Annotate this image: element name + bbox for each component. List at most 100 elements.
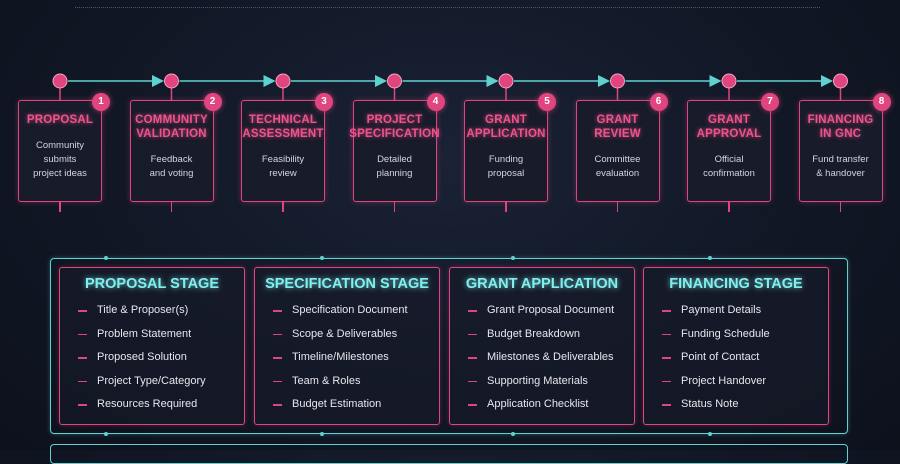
bullet-dash [468, 404, 477, 406]
list-item-label: Budget Breakdown [487, 327, 580, 340]
step-description: Committee evaluation [594, 154, 641, 179]
step-number-badge: 6 [649, 93, 668, 111]
list-item-label: Grant Proposal Document [487, 304, 615, 316]
bullet-dash [662, 404, 671, 406]
step-title: PROJECT SPECIFICATION [349, 114, 440, 140]
step-bottom-stem [170, 202, 172, 212]
step-title: GRANT REVIEW [594, 114, 641, 140]
list-item: Grant Proposal Document [468, 299, 630, 323]
step-bottom-stem [282, 202, 284, 212]
list-item-label: Proposed Solution [97, 351, 187, 363]
bullet-dash [78, 310, 87, 312]
list-item: Point of Contact [662, 346, 824, 370]
step-title: TECHNICAL ASSESSMENT [242, 114, 324, 140]
panel-connector-dot [320, 432, 324, 436]
panel-connector-dot [511, 256, 515, 260]
step-bottom-stem [393, 202, 395, 212]
step-number-badge: 7 [761, 93, 779, 111]
step-description: Funding proposal [487, 154, 525, 179]
list-item: Team & Roles [273, 370, 435, 394]
bullet-dash [273, 357, 282, 359]
list-item-label: Milestones & Deliverables [487, 351, 614, 363]
bullet-dash [273, 333, 282, 335]
list-item: Proposed Solution [78, 346, 240, 370]
list-item-label: Problem Statement [97, 327, 192, 340]
step-description: Feasibility review [261, 154, 305, 179]
bullet-dash [78, 357, 87, 359]
list-item: Budget Estimation [273, 393, 435, 417]
list-item-label: Status Note [681, 398, 739, 410]
list-item-label: Supporting Materials [487, 374, 588, 387]
list-item-label: Timeline/Milestones [292, 351, 389, 363]
list-item: Funding Schedule [662, 323, 824, 347]
list-item: Payment Details [662, 299, 824, 323]
list-item-label: Budget Estimation [292, 398, 382, 410]
step-description: Official confirmation [703, 154, 755, 179]
step-number-badge: 8 [872, 93, 891, 111]
stage-title: GRANT APPLICATION [465, 276, 619, 292]
panel-connector-dot [104, 256, 108, 260]
stage-title: PROPOSAL STAGE [84, 276, 219, 292]
bullet-dash [78, 404, 87, 406]
step-bottom-stem [59, 202, 61, 212]
list-item-label: Point of Contact [681, 351, 760, 363]
stage-title: SPECIFICATION STAGE [265, 276, 429, 292]
bullet-dash [273, 310, 282, 312]
stage-box: PROPOSAL STAGE Title & Proposer(s) Problem… [59, 267, 245, 425]
bullet-dash [273, 404, 282, 406]
timeline-node [721, 73, 737, 89]
bottom-panel [50, 444, 848, 464]
step-title: GRANT APPROVAL [696, 114, 762, 140]
step-title: FINANCING IN GNC [807, 114, 874, 140]
timeline-node [164, 73, 179, 89]
top-dotted-divider [75, 7, 820, 8]
bullet-dash [468, 333, 477, 335]
list-item: Project Handover [662, 370, 824, 394]
list-item-label: Specification Document [292, 304, 408, 316]
step-title: COMMUNITY VALIDATION [135, 114, 208, 140]
bullet-dash [468, 380, 477, 382]
step-title: PROPOSAL [26, 114, 94, 126]
stage-box: GRANT APPLICATION Grant Proposal Document… [449, 267, 635, 425]
list-item: Specification Document [273, 299, 435, 323]
panel-connector-dot [320, 256, 324, 260]
panel-connector-dot [511, 432, 515, 436]
list-item: Scope & Deliverables [273, 323, 435, 347]
list-item: Application Checklist [468, 393, 630, 417]
step-title: GRANT APPLICATION [466, 114, 546, 140]
step-description: Community submits project ideas [33, 140, 87, 179]
timeline-node [52, 73, 68, 89]
list-item: Supporting Materials [468, 370, 630, 394]
list-item-label: Resources Required [97, 398, 198, 410]
stage-details-panel: PROPOSAL STAGE Title & Proposer(s) Problem… [50, 256, 848, 436]
step-bottom-stem [505, 202, 507, 212]
list-item-label: Application Checklist [487, 398, 589, 410]
list-item: Milestones & Deliverables [468, 346, 630, 370]
step-number-badge: 4 [426, 93, 445, 111]
bullet-dash [662, 380, 671, 382]
panel-connector-dot [708, 432, 712, 436]
timeline-node [387, 73, 402, 89]
step-number-badge: 1 [92, 93, 110, 111]
step-description: Fund transfer & handover [812, 154, 869, 179]
list-item-label: Payment Details [681, 304, 762, 316]
bullet-dash [662, 357, 671, 359]
bullet-dash [662, 333, 671, 335]
timeline-node [833, 73, 848, 89]
list-item-label: Title & Proposer(s) [97, 304, 189, 316]
panel-connector-dot [104, 432, 108, 436]
bullet-dash [662, 310, 671, 312]
list-item-label: Project Handover [681, 374, 766, 387]
